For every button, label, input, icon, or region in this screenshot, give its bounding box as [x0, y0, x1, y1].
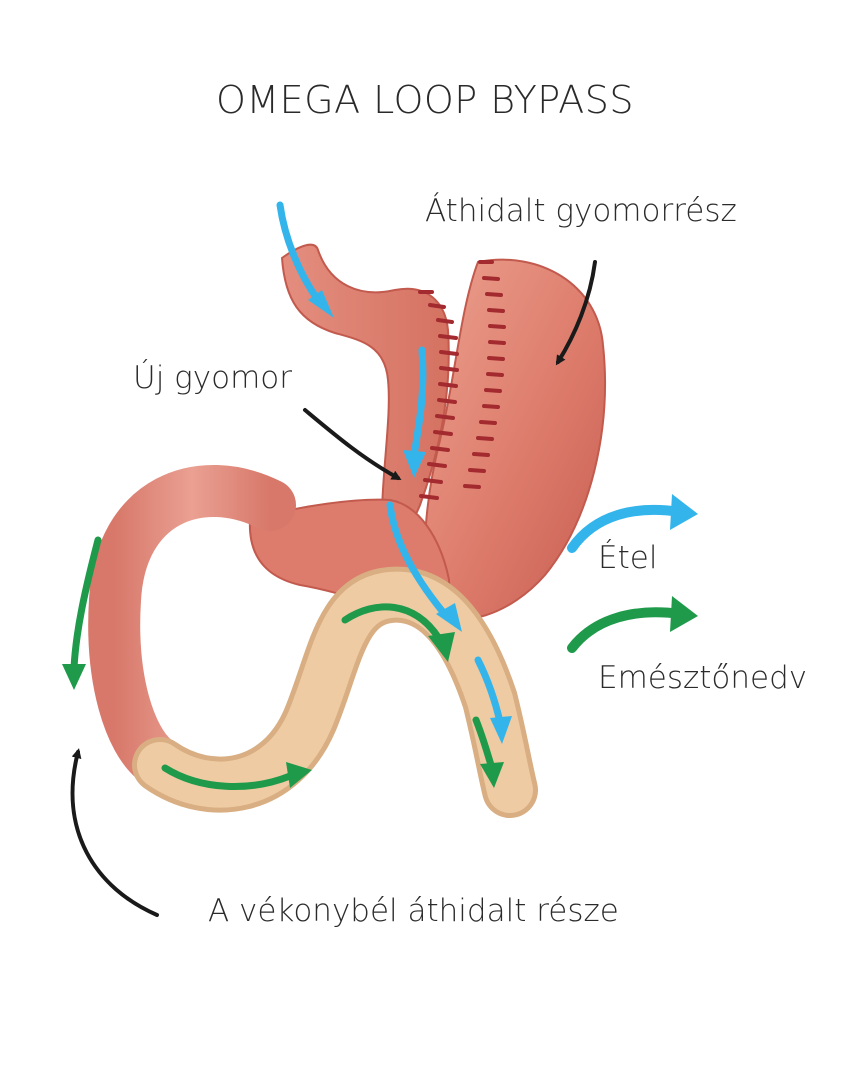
- label-bypassed-stomach: Áthidalt gyomorrész: [425, 193, 737, 229]
- food-flow-arrows: [276, 201, 504, 726]
- label-new-stomach: Új gyomor: [133, 360, 292, 396]
- pointer-arrows: [70, 260, 597, 917]
- diagram-title: OMEGA LOOP BYPASS: [215, 78, 635, 122]
- staple-line-right: [463, 260, 506, 489]
- label-bypassed-small-intestine: A vékonybél áthidalt része: [208, 893, 619, 929]
- legend-digestive-juice-arrow: [567, 596, 698, 653]
- legend-food-arrow: [567, 494, 698, 553]
- omega-loop-proximal: [88, 465, 296, 786]
- staple-line-left: [418, 290, 459, 500]
- legend-label-food: Étel: [598, 540, 658, 576]
- bypassed-stomach-shape: [423, 258, 606, 621]
- new-stomach-pouch-shape: [280, 243, 450, 542]
- legend-label-digestive-juice: Emésztőnedv: [598, 660, 808, 696]
